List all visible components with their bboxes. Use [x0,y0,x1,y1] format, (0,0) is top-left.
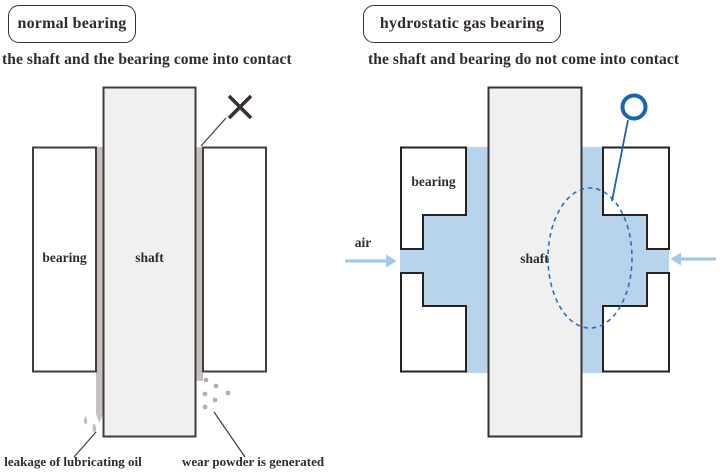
leakage-label: leakage of lubricating oil [4,454,142,469]
air-film [400,147,669,373]
bearing-block-left [32,146,97,373]
gas-bearing-blocks [400,146,670,373]
wear-powder-label: wear powder is generated [181,454,325,469]
shaft-label-left-diagram: shaft [135,250,164,265]
air-arrows [345,252,716,268]
oil-film-left-strip [96,147,103,423]
left-panel-subtitle: the shaft and the bearing come into cont… [2,51,292,68]
hydrostatic-gas-bearing-diagram [345,86,716,438]
oil-film-right-strip [196,147,203,381]
circle-mark-icon [620,93,648,121]
air-label: air [354,235,372,250]
circle-mark-leader-line [611,119,629,202]
left-panel-title: normal bearing [17,15,127,32]
cross-mark-icon [227,94,253,120]
wear-powder-dots [202,377,231,410]
gas-bearing-left-bottom-block [400,272,467,373]
gas-bearing-right-bottom-block [602,272,670,373]
bearing-label-right-diagram: bearing [411,174,456,189]
bearing-label-left-diagram: bearing [42,250,87,265]
air-gap-dashed-ellipse [547,187,633,329]
right-panel-title: hydrostatic gas bearing [379,15,545,32]
left-panel-title-box: normal bearing [8,5,136,43]
shaft-right-diagram [487,86,583,438]
shaft-label-right-diagram: shaft [520,251,549,266]
oil-droplets [83,416,97,433]
leakage-leader-line [73,431,97,458]
shaft-left-diagram [102,86,197,438]
gas-bearing-right-top-block [602,146,670,250]
gas-bearing-left-top-block [400,146,467,250]
right-panel-subtitle: the shaft and bearing do not come into c… [368,51,680,68]
normal-bearing-diagram [32,86,267,458]
cross-mark-leader-line [200,117,227,147]
wear-leader-line [213,411,246,458]
right-panel-title-box: hydrostatic gas bearing [363,5,561,43]
bearing-block-right [202,146,267,373]
